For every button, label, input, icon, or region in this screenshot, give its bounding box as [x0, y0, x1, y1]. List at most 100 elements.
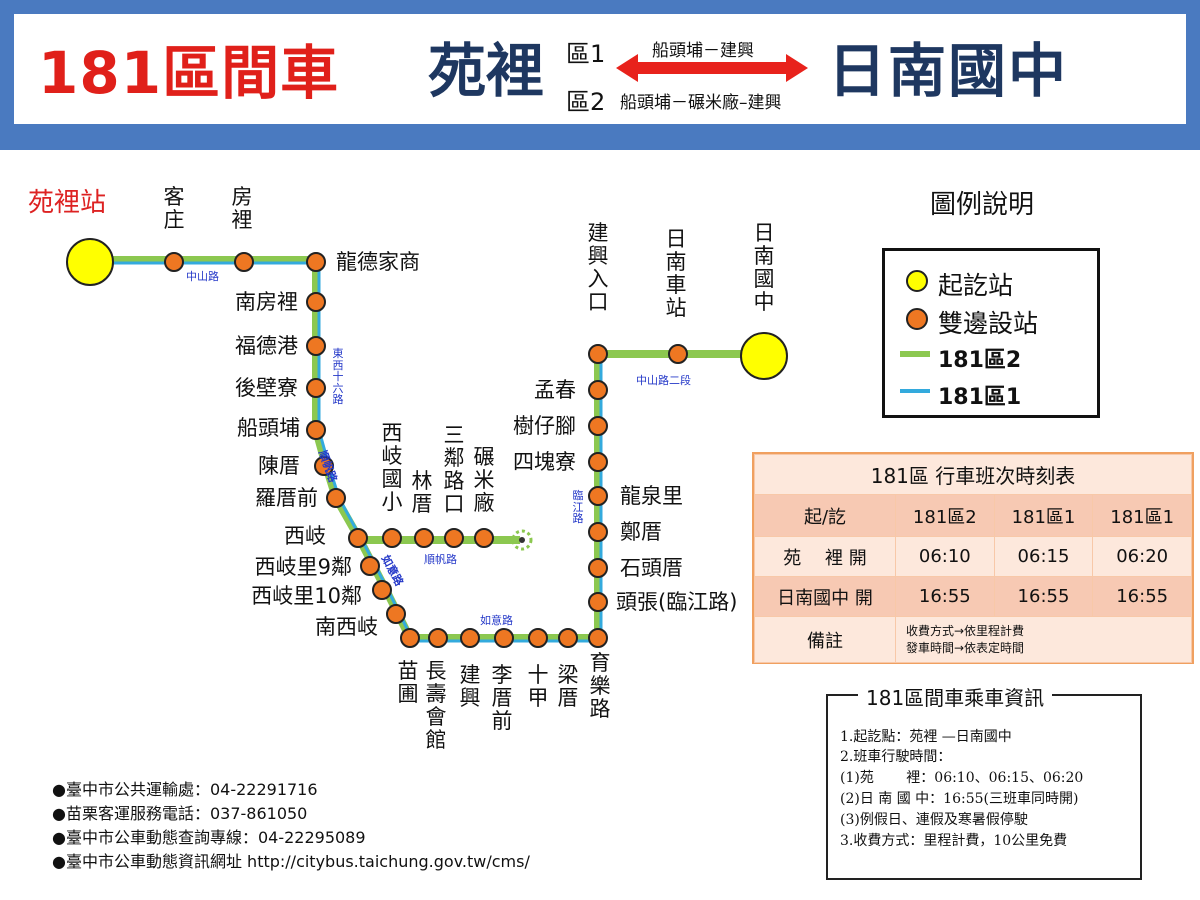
stop-marker-jianxing-entry[interactable] — [588, 344, 608, 364]
stop-label-shijia: 十甲 — [527, 663, 549, 711]
legend-terminal-label: 起訖站 — [938, 271, 1014, 300]
legend-stop-icon — [906, 308, 928, 330]
contact-website-line[interactable]: ●臺中市公車動態資訊網址 http://citybus.taichung.gov… — [52, 852, 530, 871]
zone2-label: 區2 — [566, 88, 606, 116]
timetable: 181區 行車班次時刻表 起/訖 181區2 181區1 181區1 苑 裡 開… — [752, 452, 1194, 664]
legend-title: 圖例說明 — [930, 190, 1035, 220]
road-label-ruyi: 如意路 — [480, 614, 513, 627]
stop-marker-sanlin[interactable] — [444, 528, 464, 548]
stop-marker-mengchun[interactable] — [588, 380, 608, 400]
timetable-col-3: 181區1 — [1092, 494, 1192, 537]
stop-label-rinan-station: 日南車站 — [665, 227, 687, 321]
terminal-destination-marker[interactable] — [740, 332, 788, 380]
stop-label-xiqili10: 西岐里10鄰 — [251, 584, 362, 608]
stop-marker-liangcuo[interactable] — [558, 628, 578, 648]
road-label-shunfan: 順帆路 — [424, 553, 457, 566]
timetable-row-label: 苑 裡 開 — [754, 536, 896, 577]
stop-label-longquan: 龍泉里 — [620, 484, 683, 508]
stop-marker-mill[interactable] — [474, 528, 494, 548]
stop-label-licuoqian: 李厝前 — [491, 663, 513, 734]
stop-marker-rinan-station[interactable] — [668, 344, 688, 364]
stop-marker-yule[interactable] — [588, 628, 608, 648]
stop-marker-longde[interactable] — [306, 252, 326, 272]
stop-label-xiqili9: 西岐里9鄰 — [254, 555, 352, 579]
stop-marker-licuoqian[interactable] — [494, 628, 514, 648]
stop-label-xiqi: 西岐 — [284, 524, 326, 548]
stop-marker-changshou[interactable] — [428, 628, 448, 648]
timetable-cell: 06:10 — [895, 536, 995, 577]
stop-marker-houbiliao[interactable] — [306, 378, 326, 398]
timetable-cell: 16:55 — [1092, 576, 1192, 617]
stop-label-nanxiqi: 南西岐 — [315, 615, 378, 639]
contact-line: ●臺中市公車動態查詢專線：04-22295089 — [52, 828, 366, 847]
stop-label-fangli: 房裡 — [231, 185, 253, 233]
terminal-origin-label: 苑裡站 — [28, 188, 107, 218]
stop-label-sikuailiao: 四塊寮 — [513, 450, 576, 474]
contact-line: ●臺中市公共運輸處：04-22291716 — [52, 780, 318, 799]
stop-marker-miaopu[interactable] — [400, 628, 420, 648]
stop-label-fudegang: 福德港 — [235, 334, 298, 358]
route-zone2-line — [90, 256, 764, 642]
turnaround-bus-icon — [519, 537, 525, 543]
road-label-dongxi16: 東西十六路 — [332, 347, 344, 407]
stop-marker-fangli[interactable] — [234, 252, 254, 272]
stop-marker-shijia[interactable] — [528, 628, 548, 648]
stop-label-rinan-jh: 日南國中 — [753, 221, 775, 315]
legend-zone2-line-icon — [900, 351, 930, 357]
stop-marker-zhengcuo[interactable] — [588, 522, 608, 542]
info-line: (1)苑 裡：06:10、06:15、06:20 — [840, 770, 1084, 786]
timetable-col-1: 181區2 — [895, 494, 995, 537]
stop-label-mengchun: 孟春 — [534, 378, 576, 402]
stop-marker-xiqili10[interactable] — [372, 580, 392, 600]
info-title: 181區間車乘車資訊 — [858, 682, 1053, 711]
stop-marker-luocuoqian[interactable] — [326, 488, 346, 508]
stop-marker-jianxing[interactable] — [460, 628, 480, 648]
bidirectional-arrow-icon — [616, 54, 808, 82]
stop-marker-keli[interactable] — [164, 252, 184, 272]
stop-label-jianxing: 建興 — [459, 663, 481, 711]
stop-marker-xiqi-school[interactable] — [382, 528, 402, 548]
info-line: 3.收費方式：里程計費，10公里免費 — [840, 833, 1068, 849]
stop-label-lincuo: 林厝 — [411, 469, 433, 517]
stop-marker-chencuo[interactable] — [314, 456, 334, 476]
stop-label-liangcuo: 梁厝 — [557, 663, 579, 711]
stop-label-shitoucuo: 石頭厝 — [620, 556, 683, 580]
legend-zone1-line-icon — [900, 389, 930, 393]
contact-line: ●苗栗客運服務電話：037-861050 — [52, 804, 308, 823]
info-line: 1.起訖點：苑裡 —日南國中 — [840, 729, 1012, 745]
timetable-col-2: 181區1 — [993, 494, 1094, 537]
stop-label-zhengcuo: 鄭厝 — [620, 520, 662, 544]
stop-marker-chuantoupu[interactable] — [306, 420, 326, 440]
stop-marker-xiqi[interactable] — [348, 528, 368, 548]
turnaround-icon — [511, 529, 533, 551]
stop-marker-lincuo[interactable] — [414, 528, 434, 548]
stop-marker-shuzaijiao[interactable] — [588, 416, 608, 436]
stop-marker-xiqili9[interactable] — [360, 556, 380, 576]
stop-marker-fudegang[interactable] — [306, 336, 326, 356]
timetable-cell: 16:55 — [895, 576, 995, 617]
stop-marker-sikuailiao[interactable] — [588, 452, 608, 472]
stop-marker-toujhang[interactable] — [588, 592, 608, 612]
terminal-origin-marker[interactable] — [66, 238, 114, 286]
info-box — [826, 694, 1142, 880]
stop-marker-shitoucuo[interactable] — [588, 558, 608, 578]
stop-label-changshou: 長壽會館 — [425, 659, 447, 753]
timetable-cell: 16:55 — [993, 576, 1094, 617]
stop-marker-nanxiqi[interactable] — [386, 604, 406, 624]
timetable-cell: 06:20 — [1092, 536, 1192, 577]
stop-marker-nanfangli[interactable] — [306, 292, 326, 312]
stop-label-jianxing-entry: 建興入口 — [587, 221, 609, 315]
zone2-via: 船頭埔－碾米廠–建興 — [620, 93, 782, 113]
timetable-title: 181區 行車班次時刻表 — [754, 454, 1192, 495]
road-label-linjiang: 臨江路 — [572, 489, 584, 526]
stop-label-nanfangli: 南房裡 — [235, 290, 298, 314]
stop-label-xiqi-school: 西岐國小 — [381, 421, 403, 515]
stop-marker-longquan[interactable] — [588, 486, 608, 506]
timetable-note: 收費方式→依里程計費 發車時間→依表定時間 — [895, 616, 1192, 663]
timetable-note-label: 備註 — [754, 616, 896, 663]
info-line: 2.班車行駛時間： — [840, 749, 952, 765]
stop-label-miaopu: 苗圃 — [397, 659, 419, 707]
zone1-via: 船頭埔－建興 — [652, 41, 754, 61]
stop-label-shuzaijiao: 樹仔腳 — [513, 414, 576, 438]
road-label-zhongshan2: 中山路二段 — [636, 374, 691, 387]
